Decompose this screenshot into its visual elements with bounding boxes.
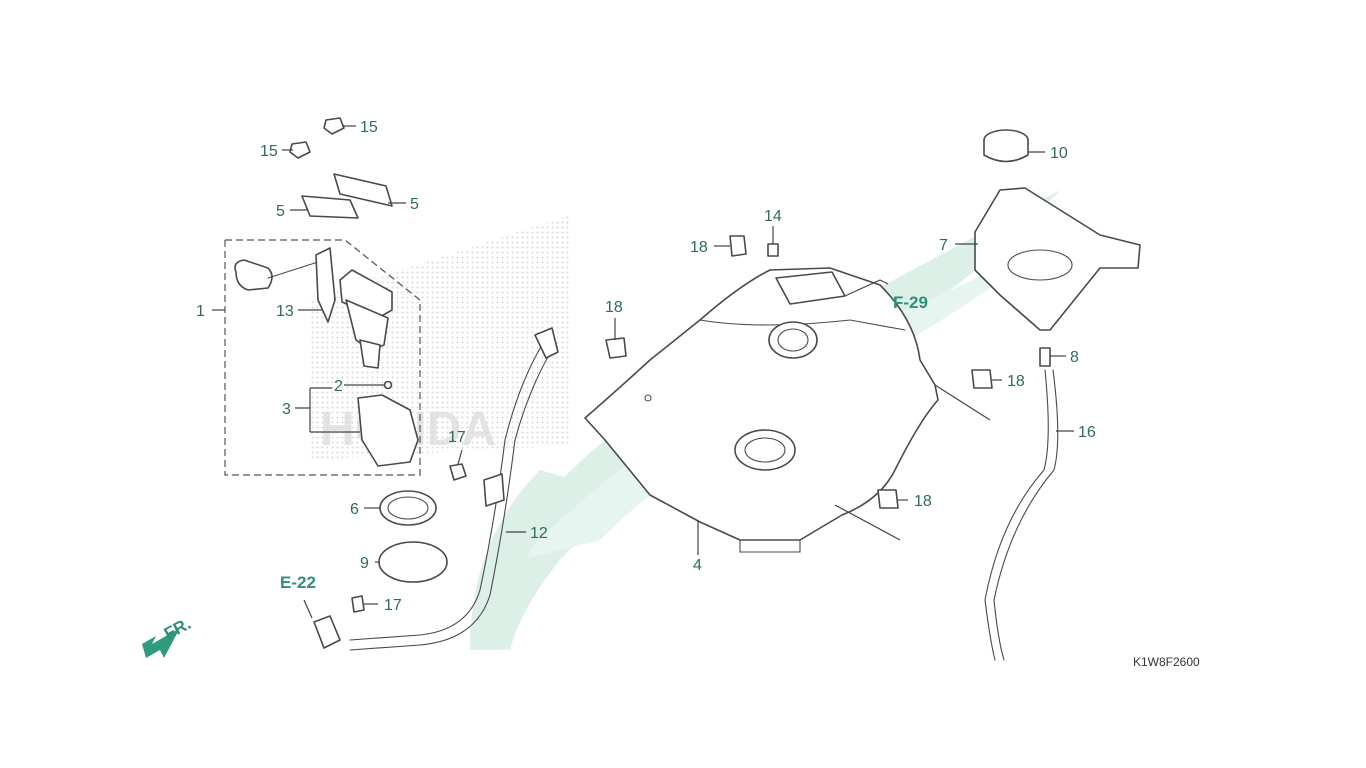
callout-9: 9 bbox=[360, 555, 369, 572]
callout-2: 2 bbox=[334, 378, 343, 395]
callout-16: 16 bbox=[1078, 424, 1096, 441]
callout-5a: 5 bbox=[276, 203, 285, 220]
part-10-fuel-cap bbox=[983, 129, 1029, 163]
callout-18c: 18 bbox=[1007, 373, 1025, 390]
part-1-fuel-pump bbox=[339, 269, 393, 369]
callout-10: 10 bbox=[1050, 145, 1068, 162]
part-18-bolt-a bbox=[729, 235, 747, 257]
callout-14: 14 bbox=[764, 208, 782, 225]
callouts: 1 2 3 4 5 5 6 7 8 9 10 12 13 14 15 15 16… bbox=[196, 119, 1096, 614]
callout-17a: 17 bbox=[448, 429, 466, 446]
part-15-nut-a bbox=[323, 117, 345, 135]
part-16-drain-tube bbox=[984, 369, 1059, 661]
part-17-clip-b bbox=[351, 595, 365, 613]
part-17-clip-a bbox=[449, 463, 467, 481]
callout-18b: 18 bbox=[605, 299, 623, 316]
part-18-bolt-b bbox=[605, 337, 627, 359]
callout-15b: 15 bbox=[360, 119, 378, 136]
callout-8: 8 bbox=[1070, 349, 1079, 366]
part-5-setting-plate-a bbox=[301, 195, 359, 219]
callout-15a: 15 bbox=[260, 143, 278, 160]
part-13-fuel-sender bbox=[234, 247, 336, 323]
callout-18a: 18 bbox=[690, 239, 708, 256]
part-4-fuel-tank bbox=[584, 267, 939, 553]
reference-f29[interactable]: F-29 bbox=[893, 293, 928, 312]
callout-4: 4 bbox=[693, 557, 702, 574]
part-12-fuel-hose bbox=[313, 327, 559, 651]
callout-1: 1 bbox=[196, 303, 205, 320]
reference-e22[interactable]: E-22 bbox=[280, 573, 316, 592]
part-18-bolt-c bbox=[971, 369, 993, 389]
callout-5b: 5 bbox=[410, 196, 419, 213]
part-7-filler-tray bbox=[974, 187, 1141, 331]
part-14-breather-cap bbox=[767, 243, 779, 257]
callout-18d: 18 bbox=[914, 493, 932, 510]
part-8-hose-joint bbox=[1039, 347, 1051, 367]
callout-17b: 17 bbox=[384, 597, 402, 614]
diagram-code: K1W8F2600 bbox=[1133, 655, 1200, 669]
callout-6: 6 bbox=[350, 501, 359, 518]
part-3-fuel-filter bbox=[357, 394, 419, 467]
callout-3: 3 bbox=[282, 401, 291, 418]
part-15-nut-b bbox=[289, 141, 311, 159]
assembly-1-outline bbox=[224, 239, 421, 476]
part-18-bolt-d bbox=[877, 489, 899, 509]
leader-lines bbox=[212, 125, 1074, 619]
callout-7: 7 bbox=[939, 237, 948, 254]
callout-12: 12 bbox=[530, 525, 548, 542]
callout-13: 13 bbox=[276, 303, 294, 320]
part-2-o-ring bbox=[383, 380, 393, 390]
front-arrow-icon bbox=[142, 628, 180, 658]
part-5-setting-plate-b bbox=[333, 173, 393, 207]
part-9-o-ring bbox=[378, 541, 448, 583]
